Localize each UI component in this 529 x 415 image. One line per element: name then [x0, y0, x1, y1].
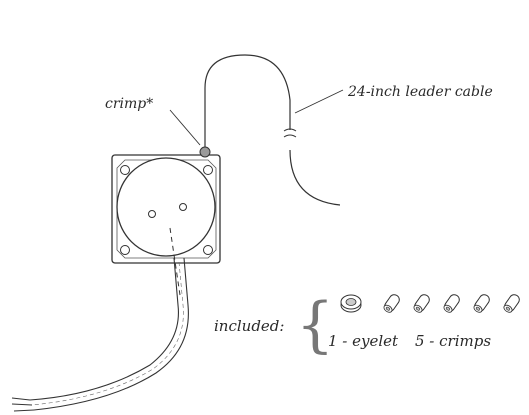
leader-cable-continued [289, 149, 341, 206]
included-label: included: [214, 317, 284, 335]
exit-cable-wire-ends [11, 397, 35, 412]
internal-lead-dashed [169, 227, 181, 296]
mount-hole-bottom-left [120, 245, 130, 255]
mount-hole-top-right [203, 165, 213, 175]
disk-hole-right [179, 203, 187, 211]
crimps-label: 5 - crimps [415, 332, 491, 350]
heater-disk [116, 157, 216, 257]
crimp-icon [383, 294, 400, 313]
heater-pad-inner-outline [116, 159, 217, 259]
mount-hole-bottom-right [203, 245, 213, 255]
exit-cable-outer-right [33, 257, 189, 411]
disk-hole-left [148, 210, 156, 218]
crimp-icon [443, 294, 460, 313]
exit-cable-center [31, 261, 184, 406]
exit-cable-outer-left [29, 257, 179, 401]
crimp-icon [473, 294, 490, 313]
crimp-icons [383, 294, 520, 313]
leader-cable-callout-line [294, 89, 344, 114]
cable-break-mark [283, 128, 297, 138]
crimp-icon [413, 294, 430, 313]
crimp-callout-line [169, 109, 201, 146]
included-brace: { [296, 290, 334, 360]
crimp-dot [199, 146, 211, 158]
crimp-icon [503, 294, 520, 313]
mount-hole-top-left [120, 165, 130, 175]
leader-cable-label: 24-inch leader cable [347, 84, 493, 100]
leader-cable [204, 54, 291, 150]
crimp-label: crimp* [105, 96, 153, 112]
eyelet-icon [340, 294, 362, 313]
eyelet-label: 1 - eyelet [328, 332, 399, 350]
